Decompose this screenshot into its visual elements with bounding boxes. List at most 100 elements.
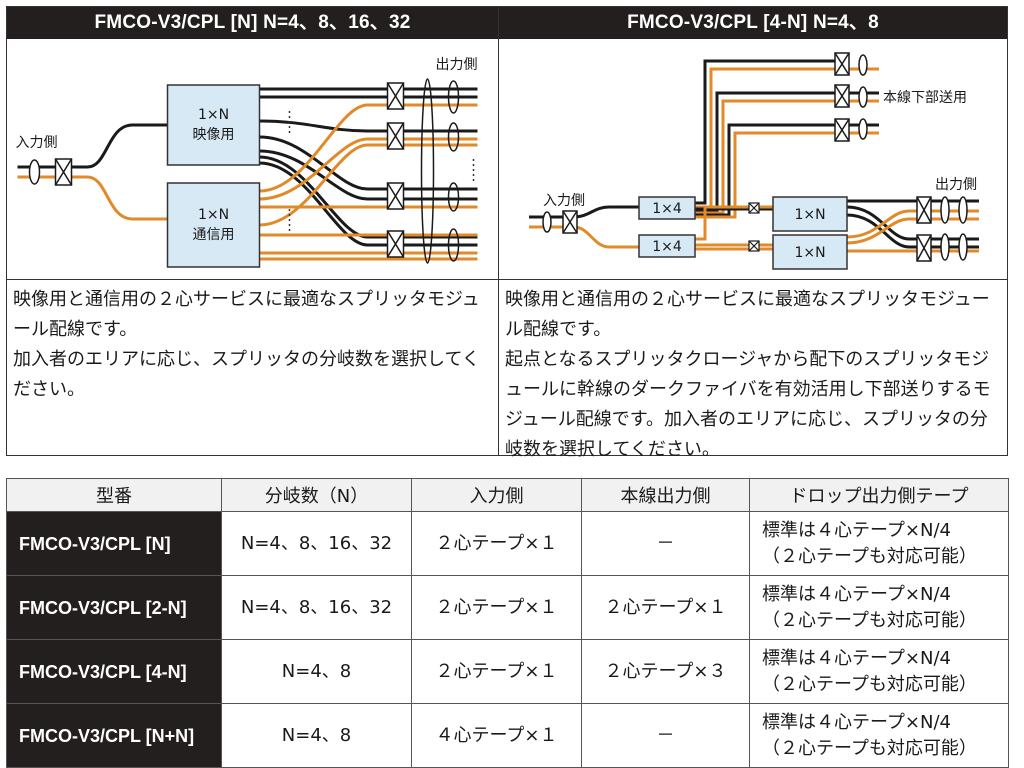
- label-input: 入力側: [543, 193, 585, 209]
- ribbon-clamp: [940, 233, 950, 261]
- fiber-orange: [695, 131, 879, 219]
- splitter-box-video: [166, 84, 261, 166]
- fiber-black: [259, 119, 478, 133]
- header-input: 入力側: [411, 478, 582, 512]
- fiber-orange: [846, 217, 979, 245]
- cell-input: ２心テープ×１: [411, 639, 582, 704]
- ribbon-clamp: [28, 159, 41, 185]
- tape-line: （２心テープも対応可能）: [762, 545, 977, 567]
- ribbon-clamp: [447, 122, 460, 152]
- splitter-box: [772, 196, 848, 232]
- table-row: FMCO-V3/CPL [N] N=4、8、16、32 ２心テープ×１ － 標準…: [6, 511, 1009, 576]
- cell-model: FMCO-V3/CPL [N+N]: [6, 703, 222, 768]
- ribbon-clamp: [447, 80, 460, 114]
- label-trunk: 本線下部送用: [883, 90, 967, 106]
- label-input: 入力側: [16, 135, 58, 151]
- box-label: 1×N: [198, 207, 229, 223]
- fiber-orange: [17, 175, 168, 221]
- header-drop-tape: ドロップ出力側テープ: [749, 478, 1009, 512]
- spec-table: 型番 分岐数（N） 入力側 本線出力側 ドロップ出力側テープ FMCO-V3/C…: [6, 478, 1009, 768]
- ribbon-clamp: [447, 228, 460, 262]
- table-row: FMCO-V3/CPL [2-N] N=4、8、16、32 ２心テープ×１ ２心…: [6, 575, 1009, 640]
- splitter-box-comm: [166, 182, 261, 268]
- table-header-row: 型番 分岐数（N） 入力側 本線出力側 ドロップ出力側テープ: [6, 478, 1009, 512]
- tape-line: （２心テープも対応可能）: [762, 673, 977, 695]
- box-label: 1×N: [198, 107, 229, 123]
- panel-cpl-4-n: FMCO-V3/CPL [4-N] N=4、8: [498, 6, 1008, 460]
- cell-branch: N=4、8: [221, 639, 412, 704]
- table-row: FMCO-V3/CPL [N+N] N=4、8 ４心テープ×１ － 標準は４心テ…: [6, 703, 1009, 768]
- description-line: 加入者のエリアに応じ、スプリッタの分岐数を選択してください。: [13, 349, 480, 400]
- cell-input: ２心テープ×１: [411, 511, 582, 576]
- cell-trunk: ２心テープ×１: [581, 575, 750, 640]
- fiber-black: [695, 123, 879, 217]
- header-trunk: 本線出力側: [581, 478, 750, 512]
- fiber-black: [846, 205, 979, 241]
- cell-drop-tape: 標準は４心テープ×N/4 （２心テープも対応可能）: [749, 639, 1009, 704]
- box-label: 1×N: [794, 207, 825, 223]
- cell-model: FMCO-V3/CPL [4-N]: [6, 639, 222, 704]
- wiring-diagram-cpl-4-n: 1×4 1×4 1×N 1×N 入力側 出力側 本線下部送用: [529, 52, 979, 270]
- fiber-black: [259, 155, 478, 239]
- cell-trunk: ２心テープ×３: [581, 639, 750, 704]
- box-label: 1×4: [652, 201, 682, 217]
- tape-line: 標準は４心テープ×N/4: [762, 647, 951, 669]
- ribbon-clamp: [858, 86, 868, 108]
- header-branch: 分岐数（N）: [221, 478, 412, 512]
- fiber-black: [17, 123, 168, 169]
- fiber-orange: [695, 67, 879, 209]
- fiber-orange: [695, 99, 879, 215]
- splitter-box: [772, 234, 848, 270]
- panel-title: FMCO-V3/CPL [N] N=4、8、16、32: [7, 7, 498, 39]
- tape-line: 標準は４心テープ×N/4: [762, 519, 951, 541]
- cell-branch: N=4、8、16、32: [221, 511, 412, 576]
- description-line: 映像用と通信用の２心サービスに最適なスプリッタモジュール配線です。: [13, 289, 480, 340]
- ribbon-clamp: [940, 196, 950, 224]
- ribbon-clamp: [542, 211, 552, 233]
- description-cpl-n: 映像用と通信用の２心サービスに最適なスプリッタモジュール配線です。 加入者のエリ…: [13, 285, 492, 405]
- fiber-orange: [259, 137, 478, 201]
- ribbon-clamp: [858, 118, 868, 140]
- tape-line: 標準は４心テープ×N/4: [762, 711, 951, 733]
- fiber-black: [259, 161, 478, 247]
- fiber-orange: [259, 103, 478, 193]
- cell-drop-tape: 標準は４心テープ×N/4 （２心テープも対応可能）: [749, 511, 1009, 576]
- tape-line: （２心テープも対応可能）: [762, 609, 977, 631]
- label-output: 出力側: [436, 57, 478, 73]
- cell-input: ２心テープ×１: [411, 575, 582, 640]
- fiber-black: [695, 59, 839, 205]
- description-line: 起点となるスプリッタクロージャから配下のスプリッタモジュールに幹線のダークファイ…: [505, 349, 991, 460]
- box-label: 1×4: [652, 239, 682, 255]
- ribbon-clamp: [447, 182, 460, 212]
- header-model: 型番: [6, 478, 222, 512]
- box-label: 1×N: [794, 245, 825, 261]
- ribbon-clamp: [420, 78, 435, 264]
- wiring-diagram-cpl-n: 入力側 出力側 1×N 映像用 1×N 通信用: [16, 57, 478, 268]
- cell-drop-tape: 標準は４心テープ×N/4 （２心テープも対応可能）: [749, 703, 1009, 768]
- tape-line: 標準は４心テープ×N/4: [762, 583, 951, 605]
- cell-input: ４心テープ×１: [411, 703, 582, 768]
- panel-cpl-n: FMCO-V3/CPL [N] N=4、8、16、32: [6, 6, 499, 456]
- tape-line: （２心テープも対応可能）: [762, 737, 977, 759]
- fiber-orange: [846, 209, 979, 239]
- cell-trunk: －: [581, 703, 750, 768]
- fiber-black: [846, 213, 979, 249]
- box-label: 映像用: [193, 127, 235, 143]
- ribbon-clamp: [958, 196, 968, 224]
- fiber-orange: [259, 143, 478, 227]
- description-line: 映像用と通信用の２心サービスに最適なスプリッタモジュール配線です。: [505, 289, 990, 340]
- splitter-box: [638, 234, 696, 258]
- cell-drop-tape: 標準は４心テープ×N/4 （２心テープも対応可能）: [749, 575, 1009, 640]
- ribbon-clamp: [958, 233, 968, 261]
- fiber-orange: [695, 205, 773, 241]
- cell-branch: N=4、8、16、32: [221, 575, 412, 640]
- label-output: 出力側: [935, 177, 977, 193]
- box-label: 通信用: [193, 227, 235, 243]
- cell-model: FMCO-V3/CPL [2-N]: [6, 575, 222, 640]
- panel-title: FMCO-V3/CPL [4-N] N=4、8: [499, 7, 1007, 39]
- cell-branch: N=4、8: [221, 703, 412, 768]
- ribbon-clamp: [858, 54, 868, 76]
- description-cpl-4-n: 映像用と通信用の２心サービスに最適なスプリッタモジュール配線です。 起点となるス…: [505, 285, 1001, 465]
- splitter-box: [638, 196, 696, 220]
- cell-trunk: －: [581, 511, 750, 576]
